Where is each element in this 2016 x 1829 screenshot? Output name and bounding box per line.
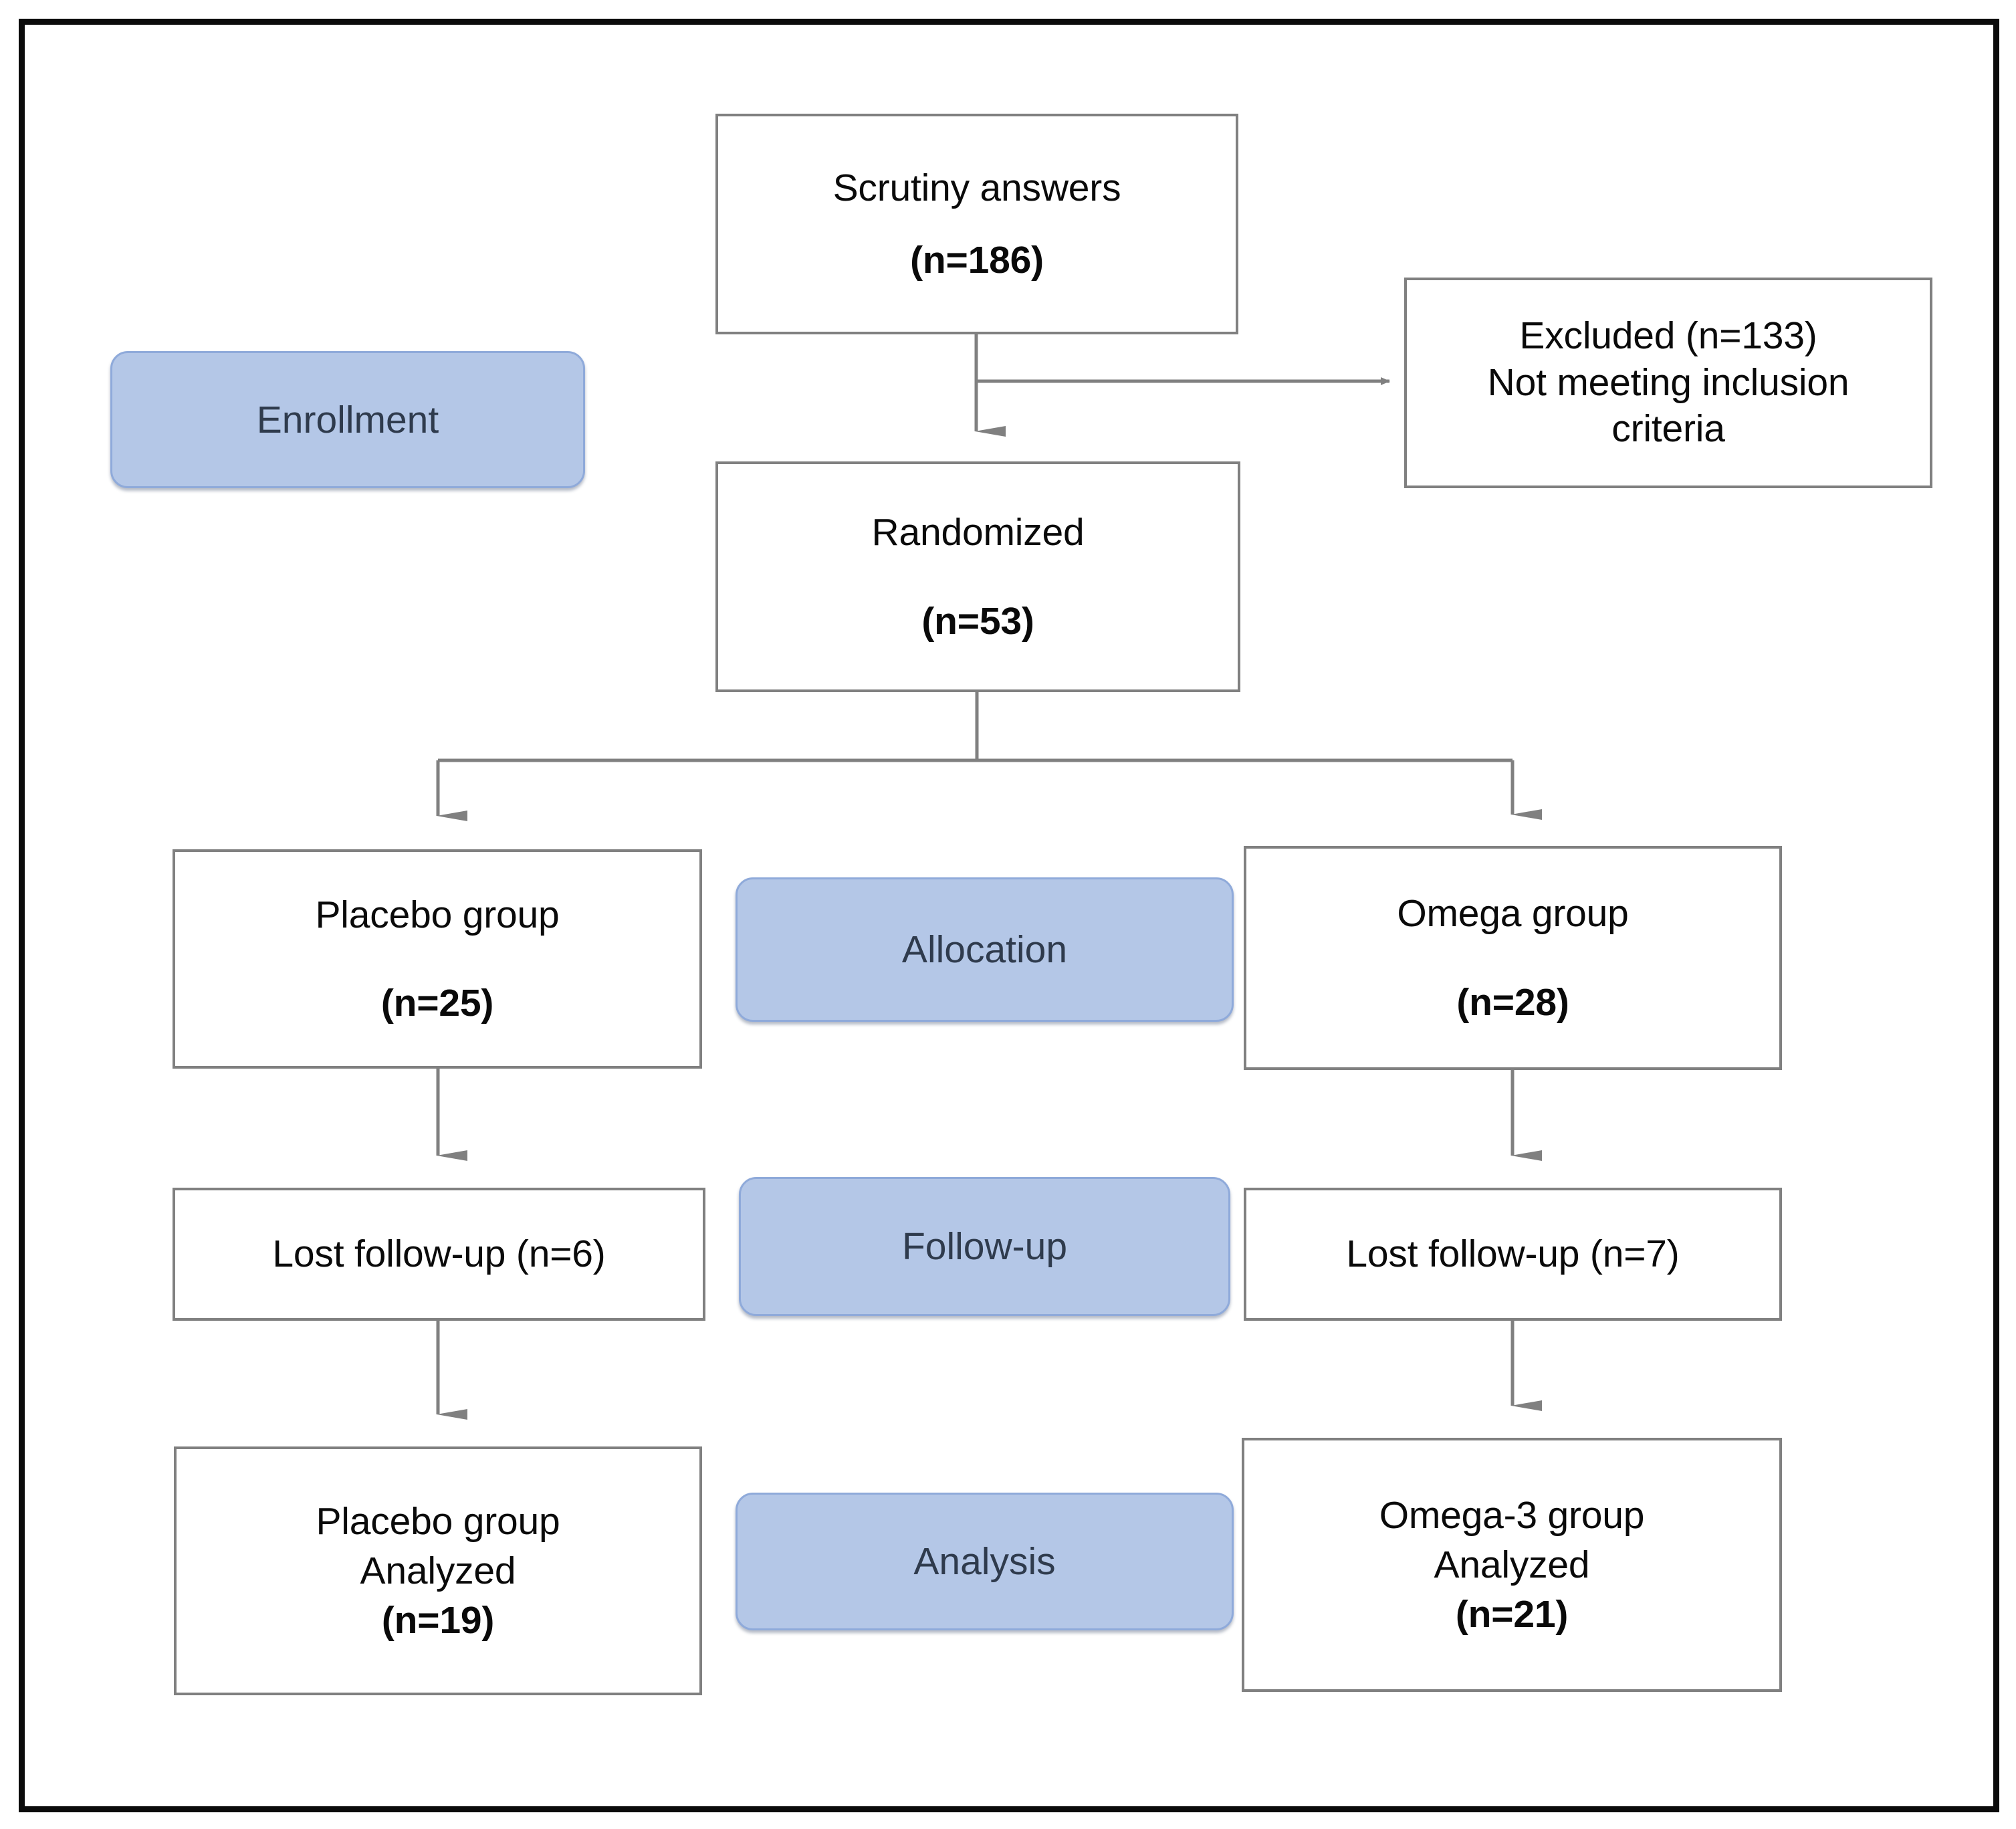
stage-pill-enrollment-label: Enrollment — [256, 398, 439, 441]
node-randomized[interactable]: Randomized (n=53) — [715, 461, 1240, 692]
placebo-analyzed-label: Placebo group — [316, 1499, 560, 1543]
omega-analyzed-label: Omega-3 group — [1379, 1493, 1645, 1537]
placebo-analyzed-count: (n=19) — [381, 1599, 495, 1642]
excluded-reason-line1: Not meeting inclusion — [1487, 360, 1850, 404]
placebo-lost-label: Lost follow-up (n=6) — [272, 1232, 606, 1276]
node-scrutiny-answers[interactable]: Scrutiny answers (n=186) — [715, 114, 1238, 334]
stage-pill-enrollment[interactable]: Enrollment — [110, 351, 585, 488]
node-placebo-group-analyzed[interactable]: Placebo group Analyzed (n=19) — [174, 1446, 702, 1695]
scrutiny-label: Scrutiny answers — [832, 166, 1121, 209]
omega-analyzed-sub: Analyzed — [1434, 1543, 1590, 1586]
node-omega-lost-followup[interactable]: Lost follow-up (n=7) — [1244, 1188, 1782, 1321]
stage-pill-analysis[interactable]: Analysis — [736, 1493, 1234, 1630]
node-excluded[interactable]: Excluded (n=133) Not meeting inclusion c… — [1404, 278, 1932, 488]
omega-alloc-count: (n=28) — [1456, 980, 1569, 1024]
omega-lost-label: Lost follow-up (n=7) — [1346, 1232, 1680, 1276]
placebo-alloc-label: Placebo group — [315, 893, 560, 936]
scrutiny-count: (n=186) — [910, 239, 1044, 282]
stage-pill-followup-label: Follow-up — [901, 1225, 1068, 1268]
stage-pill-analysis-label: Analysis — [913, 1540, 1056, 1583]
randomized-label: Randomized — [871, 511, 1085, 554]
omega-analyzed-count: (n=21) — [1455, 1593, 1569, 1636]
node-placebo-lost-followup[interactable]: Lost follow-up (n=6) — [173, 1188, 705, 1321]
excluded-count-line: Excluded (n=133) — [1519, 314, 1817, 358]
node-omega-group-allocated[interactable]: Omega group (n=28) — [1244, 846, 1782, 1070]
stage-pill-followup[interactable]: Follow-up — [739, 1177, 1230, 1316]
placebo-analyzed-sub: Analyzed — [360, 1549, 516, 1592]
figure-border: Scrutiny answers (n=186) Excluded (n=133… — [19, 19, 1999, 1812]
node-placebo-group-allocated[interactable]: Placebo group (n=25) — [173, 849, 702, 1069]
omega-alloc-label: Omega group — [1397, 892, 1629, 936]
randomized-count: (n=53) — [921, 599, 1034, 643]
node-omega-group-analyzed[interactable]: Omega-3 group Analyzed (n=21) — [1242, 1438, 1782, 1692]
stage-pill-allocation[interactable]: Allocation — [736, 877, 1234, 1022]
excluded-reason-line2: criteria — [1611, 407, 1725, 451]
placebo-alloc-count: (n=25) — [380, 982, 494, 1025]
stage-pill-allocation-label: Allocation — [901, 928, 1068, 971]
